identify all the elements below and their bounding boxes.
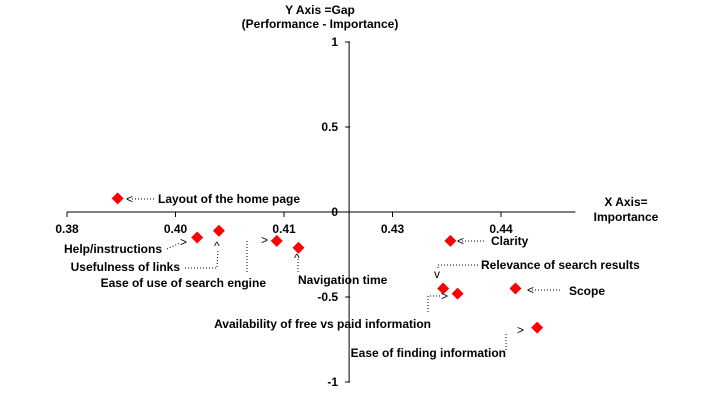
- x-axis-title-line2: Importance: [594, 210, 659, 224]
- data-point-label: Navigation time: [298, 273, 388, 287]
- data-point-marker: [270, 234, 283, 247]
- leader-arrow-icon: v: [434, 267, 440, 281]
- leader-arrow-icon: >: [180, 235, 187, 249]
- leader-line: [427, 295, 440, 312]
- x-tick-label: 0.44: [489, 222, 513, 236]
- leader-line: [437, 264, 478, 270]
- data-point-label: Availability of free vs paid information: [214, 317, 431, 331]
- leader-arrow-icon: ^: [294, 251, 300, 265]
- x-tick-label: 0.40: [164, 222, 188, 236]
- data-point-label: Layout of the home page: [158, 192, 300, 206]
- data-point-label: Ease of finding information: [351, 346, 506, 360]
- x-tick-label: 0.38: [55, 222, 79, 236]
- x-tick-label: 0.43: [381, 222, 405, 236]
- leader-arrow-icon: <: [457, 234, 464, 248]
- data-point-marker: [509, 282, 522, 295]
- y-tick-label: 0.5: [321, 120, 338, 134]
- leader-arrows: <>^>^<v><>: [126, 192, 534, 337]
- data-point-label: Usefulness of links: [71, 260, 181, 274]
- data-point-label: Clarity: [491, 234, 529, 248]
- data-point-marker: [191, 231, 204, 244]
- data-point-label: Relevance of search results: [481, 258, 640, 272]
- y-tick-label: -1: [327, 375, 338, 389]
- data-point-marker: [292, 241, 305, 254]
- data-point-marker: [111, 192, 124, 205]
- data-point-marker: [437, 282, 450, 295]
- data-point-label: Help/instructions: [64, 242, 162, 256]
- data-point-marker: [451, 287, 464, 300]
- y-axis-title-line2: (Performance - Importance): [242, 17, 399, 31]
- leader-arrow-icon: <: [126, 192, 133, 206]
- leader-arrow-icon: >: [441, 289, 448, 303]
- x-axis-title-line1: X Axis=: [604, 195, 647, 209]
- y-tick-label: 0: [331, 205, 338, 219]
- leader-arrow-icon: ^: [214, 239, 220, 253]
- y-tick-label: -0.5: [317, 290, 338, 304]
- data-point-marker: [444, 234, 457, 247]
- data-point-label: Scope: [569, 284, 605, 298]
- leader-arrow-icon: <: [527, 283, 534, 297]
- data-point-label: Ease of use of search engine: [101, 276, 267, 290]
- y-tick-label: 1: [331, 35, 338, 49]
- data-point-marker: [212, 224, 225, 237]
- x-tick-label: 0.41: [272, 222, 296, 236]
- y-axis-title-line1: Y Axis =Gap: [285, 3, 355, 17]
- leader-arrow-icon: >: [517, 323, 524, 337]
- leader-arrow-icon: >: [261, 233, 268, 247]
- data-point-marker: [531, 321, 544, 334]
- leader-line: [166, 242, 181, 250]
